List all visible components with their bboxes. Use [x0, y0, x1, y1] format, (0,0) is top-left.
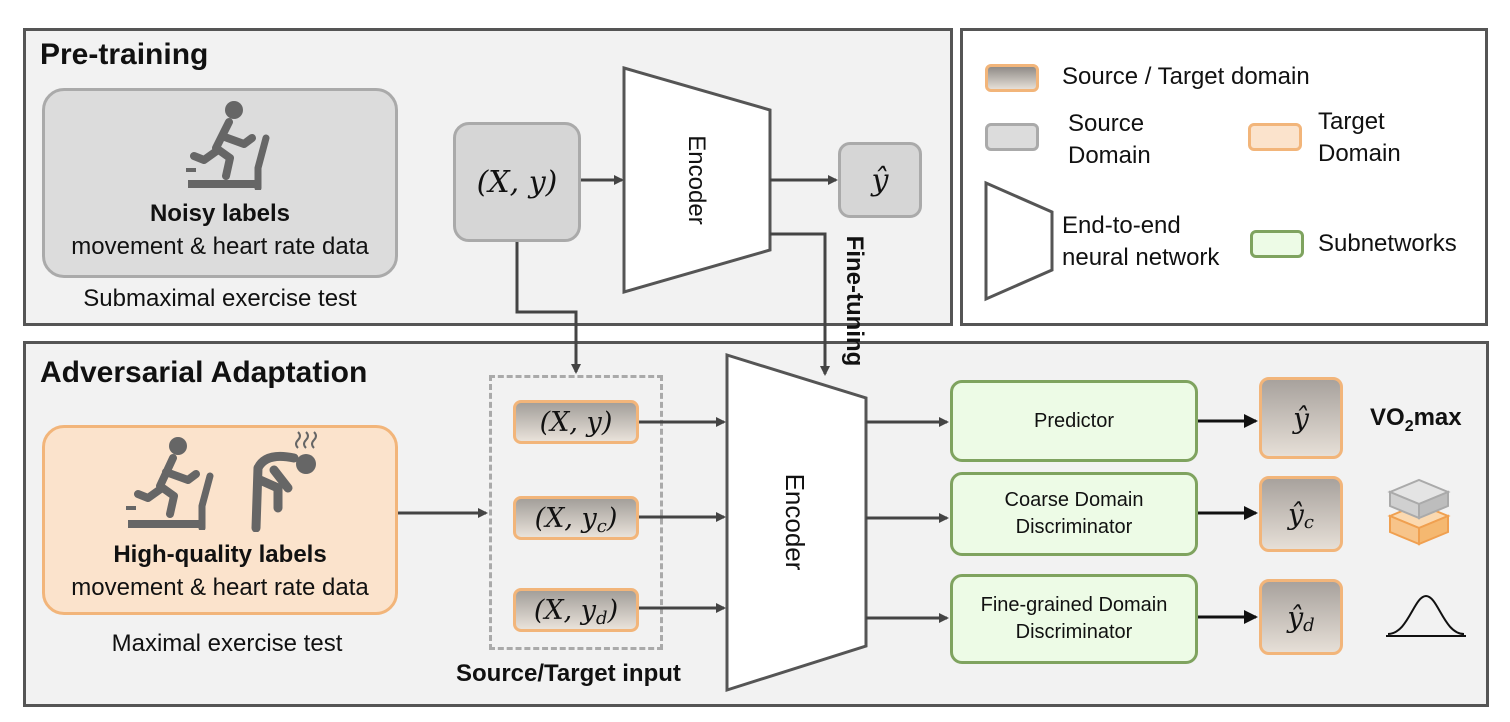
pretrain-output-box: ŷ: [838, 142, 922, 218]
treadmill-runner-icon: [182, 98, 272, 190]
adaptation-title: Adversarial Adaptation: [40, 356, 368, 389]
high-quality-labels-title: High-quality labels: [113, 541, 327, 568]
output-y-hat: ŷ: [1259, 377, 1343, 459]
fine-tuning-label: Fine-tuning: [841, 235, 868, 367]
adapt-encoder-label: Encoder: [780, 473, 811, 571]
high-quality-labels-subtitle: movement & heart rate data: [71, 574, 369, 601]
pretraining-title: Pre-training: [40, 38, 209, 71]
legend-target-swatch: [1248, 123, 1302, 151]
vo2max-label: VO2max: [1370, 404, 1462, 435]
predictor-box: Predictor: [950, 380, 1198, 462]
adapt-input-y: (X, y): [513, 400, 639, 444]
noisy-labels-subtitle: movement & heart rate data: [71, 233, 369, 260]
noisy-labels-title: Noisy labels: [149, 200, 291, 227]
legend-subnetworks-swatch: [1250, 230, 1304, 258]
legend-panel: [960, 28, 1488, 326]
domain-cube-icon: [1386, 476, 1452, 546]
distribution-curve-icon: [1384, 590, 1468, 640]
treadmill-runner-icon: [122, 434, 218, 530]
legend-network-shape: [984, 180, 1054, 302]
legend-subnetworks-label: Subnetworks: [1318, 230, 1457, 257]
pretrain-encoder: [622, 66, 772, 294]
legend-source-target-label: Source / Target domain: [1062, 63, 1310, 90]
exhausted-person-icon: [244, 428, 324, 532]
pretrain-input-box: (X, y): [453, 122, 581, 242]
legend-source-swatch: [985, 123, 1039, 151]
submaximal-caption: Submaximal exercise test: [83, 285, 357, 312]
maximal-caption: Maximal exercise test: [111, 630, 343, 657]
adapt-encoder: [725, 352, 868, 693]
high-quality-labels-box: [42, 425, 398, 615]
input-group-label: Source/Target input: [456, 660, 681, 687]
pretrain-encoder-label: Encoder: [683, 135, 710, 225]
source-target-input-group: [489, 375, 663, 650]
legend-source-target-swatch: [985, 64, 1039, 92]
